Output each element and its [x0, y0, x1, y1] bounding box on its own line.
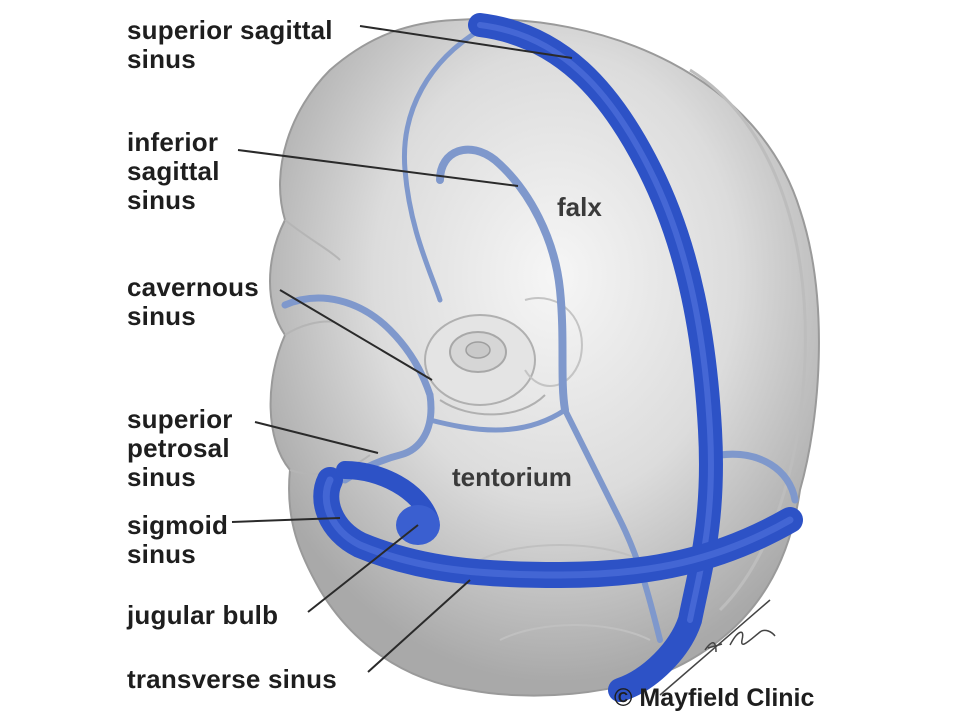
superior-sagittal-sinus-vessel	[468, 13, 723, 702]
copyright-credit: © Mayfield Clinic	[614, 684, 815, 712]
region-label-tentorium: tentorium	[452, 462, 572, 492]
label-inferior-sagittal-sinus: inferior sagittal sinus	[127, 127, 220, 215]
label-jugular-bulb: jugular bulb	[127, 600, 279, 630]
label-cavernous-sinus: cavernous sinus	[127, 272, 259, 331]
label-transverse-sinus: transverse sinus	[127, 664, 337, 694]
leader-lines	[231, 25, 573, 673]
label-sigmoid-sinus: sigmoid sinus	[127, 510, 229, 569]
artist-signature	[659, 599, 776, 696]
brain-body	[269, 18, 820, 697]
label-superior-petrosal-sinus: superior petrosal sinus	[127, 404, 233, 492]
label-superior-sagittal-sinus: superior sagittal sinus	[127, 15, 333, 74]
region-label-falx: falx	[557, 192, 602, 222]
light-veins	[281, 27, 799, 643]
